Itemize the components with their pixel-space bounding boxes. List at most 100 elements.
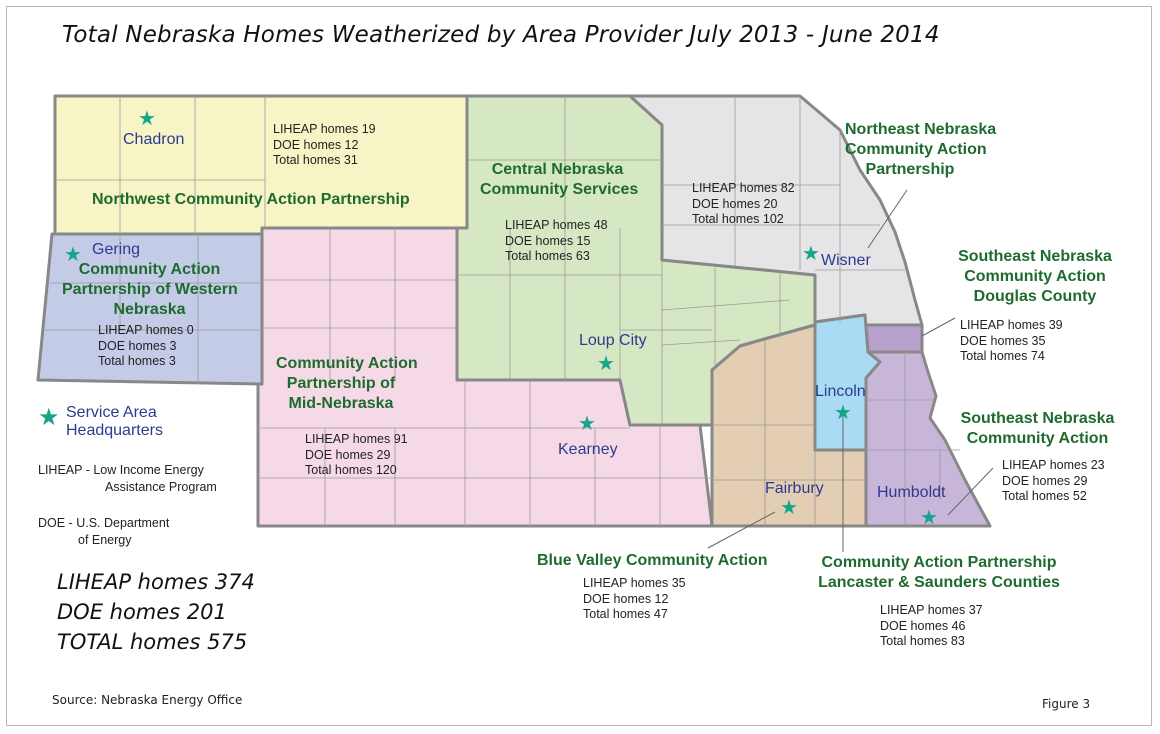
provider-stats-northwest: LIHEAP homes 19 DOE homes 12 Total homes… (273, 122, 376, 169)
star-icon: ★ (38, 403, 60, 431)
liheap-count: LIHEAP homes 82 (692, 181, 795, 195)
doe-count: DOE homes 29 (1002, 473, 1088, 488)
provider-stats-southeast: LIHEAP homes 23 DOE homes 29 Total homes… (1002, 458, 1105, 505)
provider-name-line: Northeast Nebraska (845, 121, 997, 138)
source-note: Source: Nebraska Energy Office (52, 693, 243, 707)
doe-count: DOE homes 46 (880, 618, 966, 633)
legend-line: of Energy (78, 533, 132, 547)
provider-name-douglas: Southeast Nebraska Community Action Doug… (945, 247, 1125, 307)
total-count: Total homes 3 (98, 354, 176, 368)
provider-name-line: Partnership (865, 161, 955, 178)
doe-count: DOE homes 35 (960, 333, 1046, 348)
total-liheap: LIHEAP homes 374 (57, 570, 255, 594)
city-chadron: Chadron (123, 131, 185, 148)
provider-name-blue-valley: Blue Valley Community Action (537, 552, 768, 569)
city-lincoln: Lincoln (815, 383, 866, 400)
star-icon: ★ (64, 242, 82, 266)
provider-name-line: Southeast Nebraska (958, 248, 1112, 265)
liheap-count: LIHEAP homes 39 (960, 318, 1063, 332)
star-icon: ★ (802, 241, 820, 265)
provider-stats-lancaster: LIHEAP homes 37 DOE homes 46 Total homes… (880, 603, 983, 650)
provider-name-line: Partnership of Western (62, 281, 238, 298)
region-douglas[interactable] (863, 323, 924, 354)
provider-stats-mid: LIHEAP homes 91 DOE homes 29 Total homes… (305, 432, 408, 479)
map-title: Total Nebraska Homes Weatherized by Area… (62, 22, 940, 48)
star-icon: ★ (834, 400, 852, 424)
total-count: Total homes 74 (960, 349, 1045, 363)
legend-line: DOE - U.S. Department (38, 516, 170, 530)
total-count: Total homes 83 (880, 634, 965, 648)
provider-name-lancaster: Community Action Partnership Lancaster &… (806, 553, 1072, 593)
provider-name-line: Community Action (845, 141, 987, 158)
provider-name-western: Community Action Partnership of Western … (62, 260, 238, 320)
liheap-count: LIHEAP homes 19 (273, 122, 376, 136)
region-southeast[interactable] (864, 350, 992, 528)
provider-name-northwest: Northwest Community Action Partnership (92, 191, 410, 208)
region-northwest[interactable] (53, 94, 469, 236)
provider-stats-blue-valley: LIHEAP homes 35 DOE homes 12 Total homes… (583, 576, 686, 623)
provider-stats-western: LIHEAP homes 0 DOE homes 3 Total homes 3 (98, 323, 194, 370)
city-gering: Gering (92, 241, 141, 258)
doe-count: DOE homes 3 (98, 338, 177, 353)
provider-name-line: Mid-Nebraska (288, 395, 394, 412)
total-homes: TOTAL homes 575 (57, 630, 248, 654)
total-count: Total homes 120 (305, 463, 397, 477)
legend-headquarters: Service Area Headquarters (66, 404, 163, 440)
figure-frame (6, 6, 1152, 726)
total-count: Total homes 47 (583, 607, 668, 621)
provider-stats-douglas: LIHEAP homes 39 DOE homes 35 Total homes… (960, 318, 1063, 365)
city-fairbury: Fairbury (765, 480, 824, 497)
city-wisner: Wisner (821, 252, 871, 269)
liheap-count: LIHEAP homes 0 (98, 323, 194, 337)
total-count: Total homes 63 (505, 249, 590, 263)
provider-stats-northeast: LIHEAP homes 82 DOE homes 20 Total homes… (692, 181, 795, 228)
provider-name-line: Community Action Partnership (821, 554, 1057, 571)
doe-count: DOE homes 12 (583, 591, 669, 606)
liheap-count: LIHEAP homes 37 (880, 603, 983, 617)
provider-name-southeast: Southeast Nebraska Community Action (950, 409, 1125, 449)
doe-count: DOE homes 12 (273, 137, 359, 152)
provider-name-line: Partnership of (286, 375, 396, 392)
region-blue_valley[interactable] (710, 323, 868, 528)
provider-name-line: Nebraska (113, 301, 186, 318)
total-count: Total homes 31 (273, 153, 358, 167)
legend-line: Service Area (66, 404, 157, 421)
legend-liheap-definition: LIHEAP - Low Income Energy Assistance Pr… (38, 462, 217, 496)
statewide-totals: LIHEAP homes 374 DOE homes 201 TOTAL hom… (57, 567, 255, 657)
star-icon: ★ (138, 106, 156, 130)
liheap-count: LIHEAP homes 91 (305, 432, 408, 446)
star-icon: ★ (920, 505, 938, 529)
legend-line: Assistance Program (105, 480, 217, 494)
provider-name-line: Lancaster & Saunders Counties (818, 574, 1060, 591)
doe-count: DOE homes 20 (692, 196, 778, 211)
liheap-count: LIHEAP homes 48 (505, 218, 608, 232)
doe-count: DOE homes 15 (505, 233, 591, 248)
total-count: Total homes 102 (692, 212, 784, 226)
provider-name-line: Community Action (964, 268, 1106, 285)
county-lines (45, 96, 960, 526)
star-icon: ★ (597, 351, 615, 375)
provider-name-line: Community Action (78, 261, 221, 278)
legend-line: Headquarters (66, 422, 163, 439)
liheap-count: LIHEAP homes 35 (583, 576, 686, 590)
provider-name-line: Douglas County (973, 288, 1097, 305)
total-count: Total homes 52 (1002, 489, 1087, 503)
star-icon: ★ (578, 411, 596, 435)
star-icon: ★ (780, 495, 798, 519)
provider-stats-central: LIHEAP homes 48 DOE homes 15 Total homes… (505, 218, 608, 265)
provider-name-line: Southeast Nebraska (960, 410, 1115, 427)
figure-number: Figure 3 (1042, 697, 1091, 711)
city-humboldt: Humboldt (877, 484, 946, 501)
provider-name-line: Community Action (276, 355, 418, 372)
leader-lines (707, 189, 994, 552)
provider-name-line: Community Services (480, 181, 639, 198)
legend-doe-definition: DOE - U.S. Department of Energy (38, 515, 169, 549)
liheap-count: LIHEAP homes 23 (1002, 458, 1105, 472)
region-northeast[interactable] (628, 94, 924, 327)
legend-line: LIHEAP - Low Income Energy (38, 463, 204, 477)
provider-name-central: Central Nebraska Community Services (480, 160, 639, 200)
provider-name-northeast: Northeast Nebraska Community Action Part… (845, 120, 997, 180)
provider-name-line: Community Action (966, 430, 1109, 447)
